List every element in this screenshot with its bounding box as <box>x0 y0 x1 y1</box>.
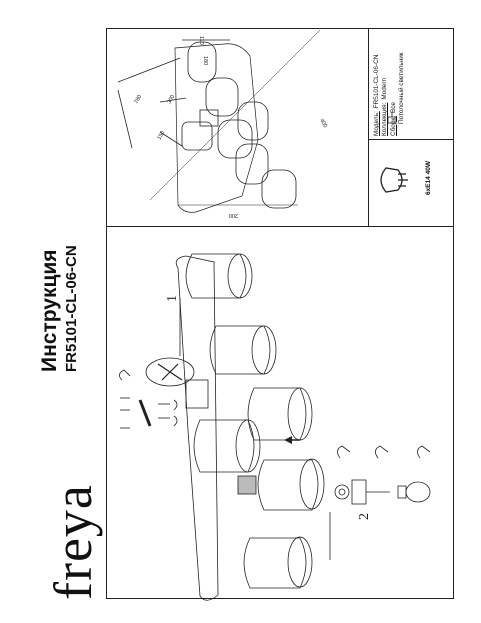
socket-ring <box>334 484 350 500</box>
lamp-shade <box>185 253 253 299</box>
dim-300: 300 <box>167 94 177 105</box>
step-1-label: 1 <box>165 295 180 302</box>
socket-holder <box>351 479 367 505</box>
shade-outline <box>187 41 217 83</box>
dim-180: 180 <box>202 56 208 65</box>
bulb-icon <box>380 167 408 193</box>
dim-200: 200 <box>229 212 238 218</box>
info-divider-vertical <box>368 28 369 226</box>
instruction-frame <box>106 28 454 599</box>
step-2-label: 2 <box>357 513 372 520</box>
section-divider <box>106 226 454 227</box>
dimension-drawing <box>117 29 321 213</box>
bulb-part-icon <box>397 481 431 503</box>
detail-magnifier <box>145 357 195 387</box>
screw-set <box>119 369 178 429</box>
info-divider-horizontal <box>368 139 454 140</box>
assembly-illustration <box>145 253 325 601</box>
dim-780: 780 <box>134 94 144 105</box>
rotate-arrow-icon <box>337 445 351 459</box>
assembly-parts <box>334 445 431 505</box>
ceiling-mount-icon <box>387 112 397 124</box>
dim-400: 400 <box>318 118 328 129</box>
hook-icon <box>119 369 131 381</box>
dim-110: 110 <box>198 36 204 45</box>
dim-150: 150 <box>157 130 167 141</box>
